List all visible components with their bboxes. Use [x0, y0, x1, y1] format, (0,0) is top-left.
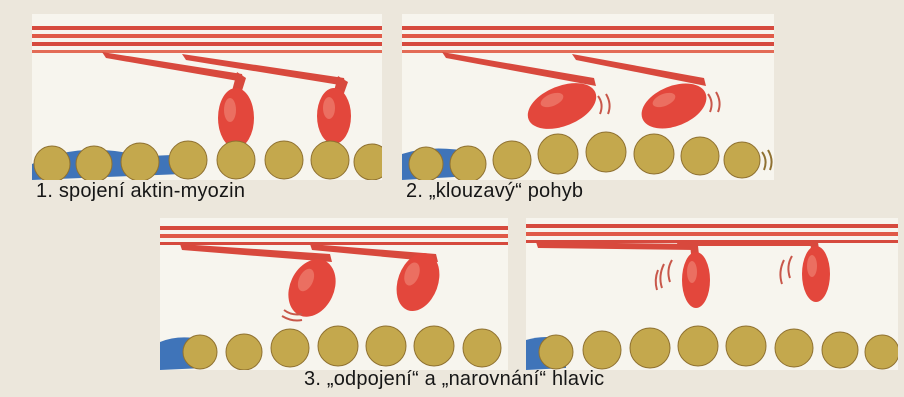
actin-filament: [160, 326, 501, 370]
myosin-filament: [32, 26, 382, 53]
panel-step-3: [160, 218, 508, 370]
caption-step-1: 1. spojení aktin-myozin: [36, 180, 245, 203]
panel-step-3b-art: [526, 218, 898, 370]
myosin-filament: [402, 26, 774, 53]
actin-filament: [32, 141, 382, 180]
caption-step-2: 2. „klouzavý“ pohyb: [406, 180, 583, 203]
panel-step-2-art: [402, 14, 774, 180]
actin-filament: [526, 326, 898, 370]
myosin-head-1: [536, 242, 710, 308]
panel-step-3b: [526, 218, 898, 370]
actin-filament: [402, 132, 772, 180]
myosin-head-1: [442, 52, 610, 138]
panel-step-1: [32, 14, 382, 180]
panel-step-3-art: [160, 218, 508, 370]
panel-step-2: [402, 14, 774, 180]
caption-step-3: 3. „odpojení“ a „narovnání“ hlavic: [304, 368, 604, 391]
myosin-head-2: [182, 54, 351, 144]
myosin-head-1: [180, 244, 345, 324]
myosin-filament: [160, 226, 508, 245]
panel-step-1-art: [32, 14, 382, 180]
